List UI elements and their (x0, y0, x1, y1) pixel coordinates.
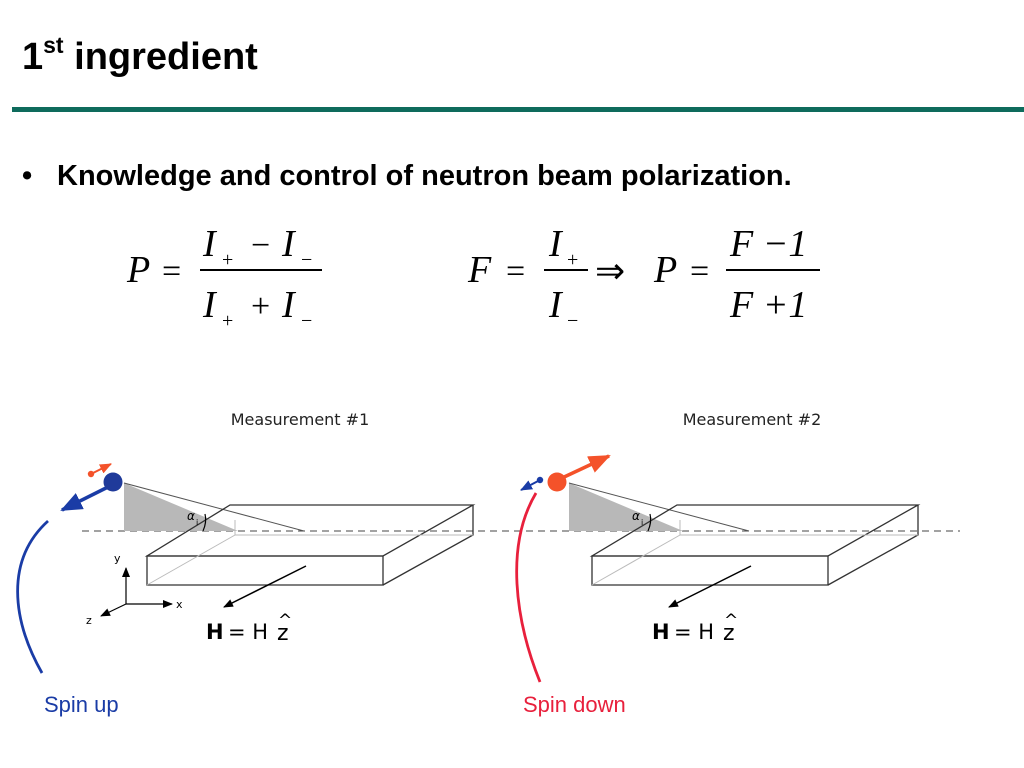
sample-slab-front (146, 555, 384, 586)
eq1-den-i2: I (281, 284, 297, 326)
axis-x-label: x (176, 598, 183, 611)
incidence-angle-shade (124, 483, 238, 531)
bullet-item: • Knowledge and control of neutron beam p… (22, 160, 792, 193)
axis-y-label: y (114, 552, 121, 565)
eq1-den-i1: I (202, 284, 218, 326)
field-arrow-icon (668, 565, 752, 608)
neutron-ball-icon (103, 472, 123, 492)
axis-z-icon (100, 603, 127, 617)
alpha-label: α (187, 509, 195, 523)
field-z: z (277, 621, 289, 646)
spin-up-trajectory (16, 519, 49, 674)
sample-slab-side (827, 505, 919, 586)
sample-slab-front (591, 555, 829, 586)
title-divider (12, 107, 1024, 112)
alpha-sub: i (641, 518, 643, 527)
field-z: z (723, 621, 735, 646)
field-hat: ^ (724, 611, 738, 631)
spin-down-label: Spin down (523, 692, 626, 717)
spin-up-label: Spin up (44, 692, 119, 717)
small-spin-arrow-icon (90, 463, 112, 475)
field-bold-h: H (206, 620, 224, 644)
title-text: ingredient (74, 36, 258, 78)
eq2-rhs-lhs: P (653, 249, 677, 291)
neutron-ball-icon (547, 472, 567, 492)
eq2-rhs-den: F +1 (729, 284, 807, 326)
spin-down-trajectory (515, 492, 542, 683)
angle-arc (647, 513, 652, 532)
incident-beam-line (568, 482, 750, 532)
eq2-lhs: F (467, 249, 492, 291)
sample-slab-side (382, 505, 474, 586)
eq2-den-sub: − (567, 310, 578, 332)
small-spin-arrow-icon (520, 479, 541, 491)
alpha-label: α (632, 509, 640, 523)
alpha-sub: i (196, 518, 198, 527)
eq2-num-i: I (548, 223, 564, 265)
field-bold-h: H (652, 620, 670, 644)
axis-z-label: z (86, 614, 92, 627)
eq1-num-i1: I (202, 223, 218, 265)
incidence-angle-shade (569, 483, 683, 531)
eq2-num-sub: + (567, 249, 578, 271)
field-hat: ^ (278, 611, 292, 631)
incident-beam-line (123, 482, 305, 532)
measurement2-title: Measurement #2 (683, 410, 822, 429)
bullet-icon: • (22, 160, 33, 192)
eq1-den-sub2: − (301, 310, 312, 332)
title-superscript: st (43, 32, 64, 58)
eq1-num-i2: I (281, 223, 297, 265)
eq1-equals: = (162, 253, 181, 290)
field-rest: = H (228, 620, 268, 644)
field-rest: = H (674, 620, 714, 644)
eq1-num-op: − (251, 227, 270, 264)
polarization-formula: P = I + − I − I + + I − (126, 223, 322, 332)
flipping-ratio-formula: F = I + I − ⇒ P = F −1 F +1 (467, 223, 820, 332)
bullet-text: Knowledge and control of neutron beam po… (57, 160, 792, 192)
measurement1-diagram: α i y x z H = H z ^ (16, 463, 476, 674)
angle-arc (202, 513, 207, 532)
eq2-den-i: I (548, 284, 564, 326)
measurement1-title: Measurement #1 (231, 410, 370, 429)
eq2-rhs-equals: = (690, 253, 709, 290)
slide-title: 1st ingredient (22, 34, 258, 78)
spin-arrow-icon (60, 485, 109, 512)
eq1-den-op: + (251, 288, 270, 325)
eq1-den-sub1: + (222, 310, 233, 332)
title-number: 1 (22, 36, 44, 78)
eq1-num-sub2: − (301, 249, 312, 271)
measurement2-diagram: α i H = H z ^ (515, 454, 921, 683)
spin-arrow-icon (561, 454, 611, 480)
field-arrow-icon (223, 565, 307, 608)
eq1-num-sub1: + (222, 249, 233, 271)
eq1-lhs: P (126, 249, 150, 291)
eq2-rhs-num: F −1 (729, 223, 807, 265)
eq2-equals: = (506, 253, 525, 290)
implies-symbol: ⇒ (595, 251, 625, 291)
